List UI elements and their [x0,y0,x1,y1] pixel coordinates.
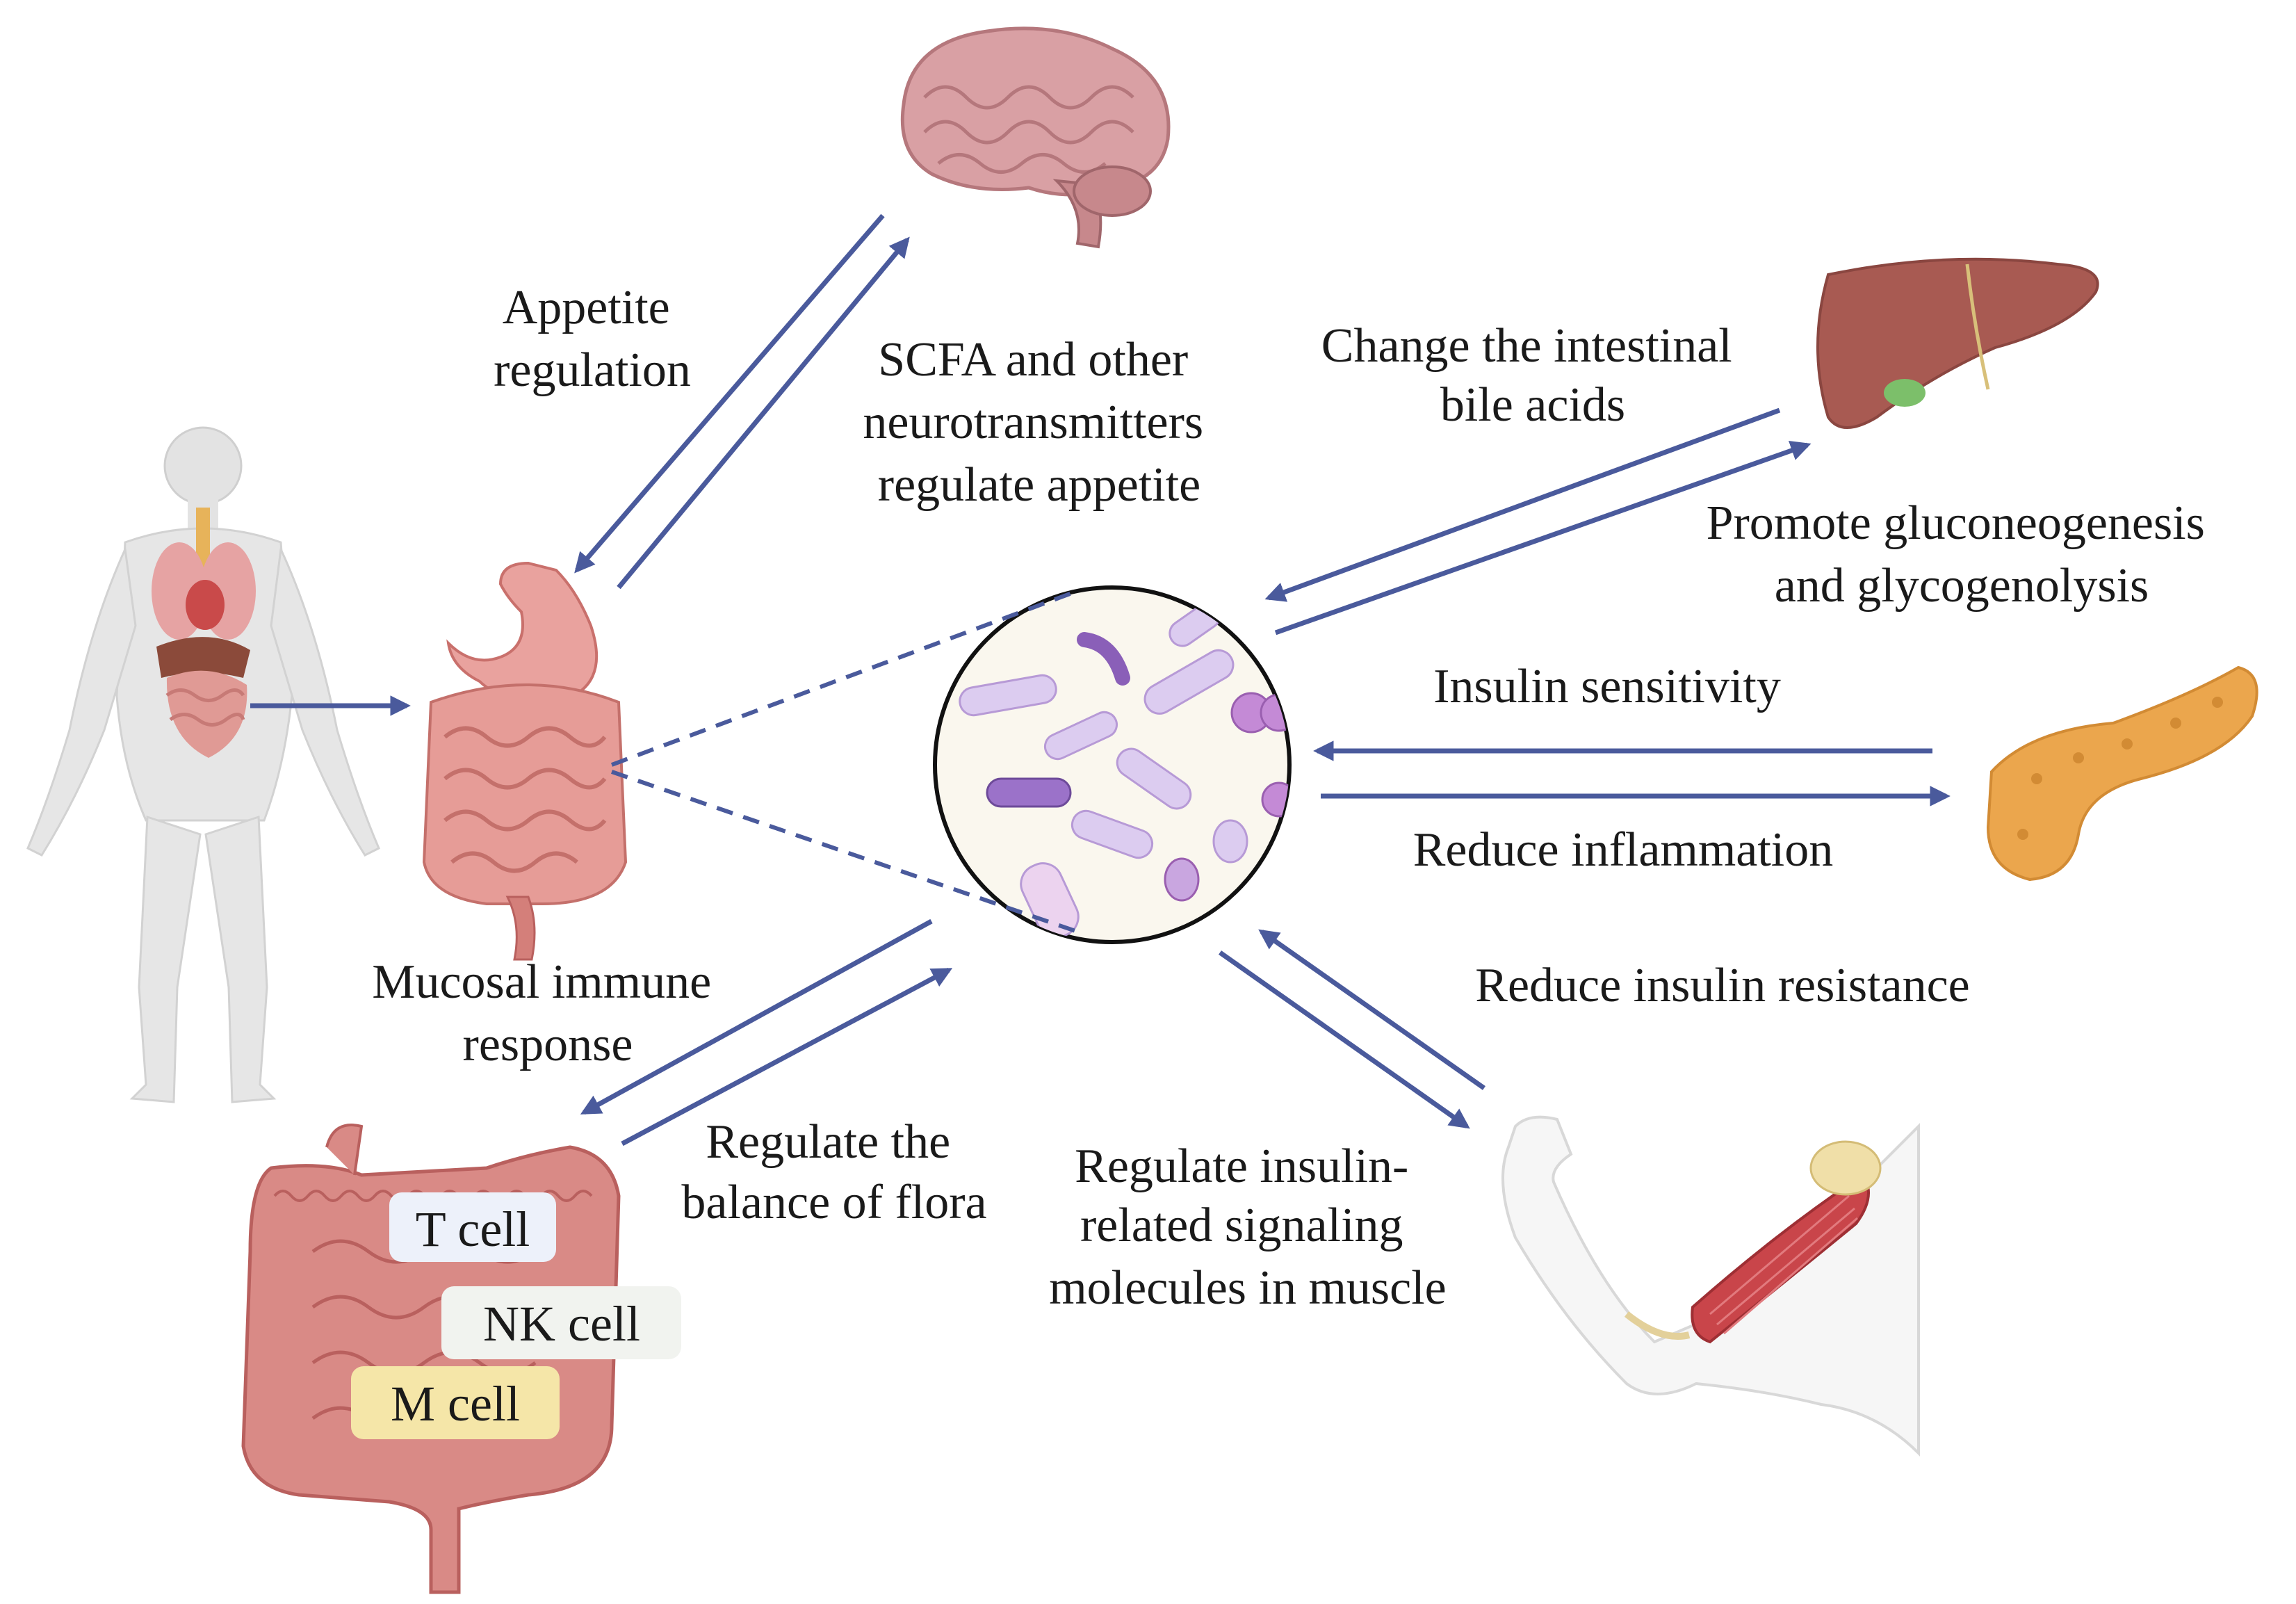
appetite-regulation-label: Appetite regulation [494,281,691,397]
nk-cell-label: NK cell [483,1296,640,1352]
flora-balance-label: Regulate the balance of flora [681,1115,986,1229]
insulin-sensitivity-label: Insulin sensitivity [1433,660,1781,713]
arrow-liver-to-microbiota [1264,407,1781,602]
stomach-intestine-icon [422,561,628,961]
m-cell-box: M cell [351,1366,560,1439]
reduce-inflammation-label: Reduce inflammation [1413,823,1834,877]
arrow-muscle-to-microbiota [1258,929,1486,1090]
bile-acids-label: Change the intestinal bile acids [1321,319,1744,432]
t-cell-box: T cell [389,1192,556,1262]
brain-icon [900,26,1171,249]
arm-muscle-icon [1501,1115,1920,1457]
arrow-gut-to-brain [617,236,910,590]
arrow-microbiota-to-liver [1274,440,1811,635]
nk-cell-box: NK cell [441,1286,681,1359]
m-cell-label: M cell [391,1376,520,1432]
human-body-icon [26,426,380,1103]
arrow-microbiota-to-muscle [1218,950,1470,1129]
gluconeogenesis-label: Promote gluconeogenesis and glycogenolys… [1707,496,2217,613]
t-cell-label: T cell [416,1201,530,1257]
reduce-insulin-resistance-label: Reduce insulin resistance [1475,959,1969,1012]
muscle-signaling-label: Regulate insulin- related signaling mole… [1049,1140,1447,1315]
pancreas-icon [1986,665,2258,882]
mucosal-immune-label: Mucosal immune response [372,955,723,1071]
arrow-colon-to-microbiota [621,967,953,1147]
arrows [250,213,1951,1147]
scfa-label: SCFA and other neurotransmitters regulat… [863,333,1215,512]
microbiota-icon [933,585,1292,944]
arrow-brain-to-gut [574,213,885,574]
liver-icon [1816,257,2099,429]
arrow-microbiota-to-colon [580,918,933,1115]
